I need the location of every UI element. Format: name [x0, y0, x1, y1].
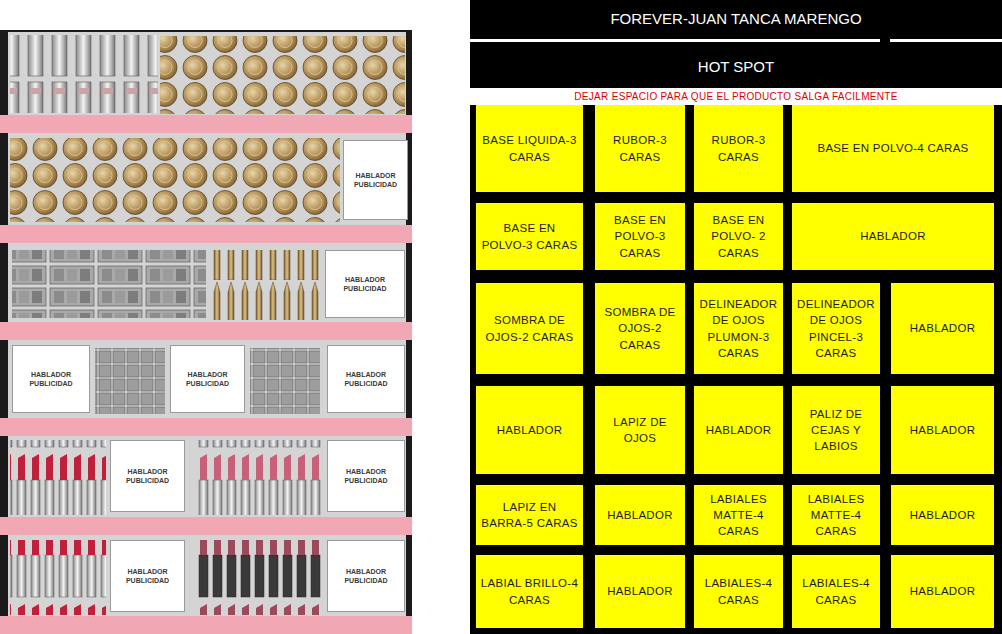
box-label: PALIZ DE CEJAS Y LABIOS — [796, 406, 876, 454]
box-label: HABLADOR — [910, 583, 976, 599]
header-band: HOT SPOT — [470, 44, 1002, 88]
planogram-slot: PALIZ DE CEJAS Y LABIOS — [792, 386, 880, 474]
box-label: HABLADOR — [607, 583, 673, 599]
box-label: SOMBRA DE OJOS-2 CARAS — [480, 312, 579, 344]
planogram-slot: HABLADOR — [595, 555, 685, 628]
box-label: LABIALES-4 CARAS — [796, 575, 876, 607]
box-label: BASE EN POLVO-3 CARAS — [480, 220, 579, 252]
box-label: LAPIZ EN BARRA-5 CARAS — [480, 499, 579, 531]
box-label: BASE EN POLVO-4 CARAS — [817, 140, 968, 156]
planogram-slot: BASE EN POLVO-3 CARAS — [476, 203, 583, 270]
planogram-slot: LABIALES-4 CARAS — [792, 555, 880, 628]
box-label: DELINEADOR DE OJOS PINCEL-3 CARAS — [796, 296, 876, 360]
box-label: HABLADOR PUBLICIDAD — [15, 370, 87, 388]
planogram-slot: LABIAL BRILLO-4 CARAS — [476, 555, 583, 628]
hablador-placard: HABLADOR PUBLICIDAD — [110, 540, 185, 612]
box-label: HABLADOR PUBLICIDAD — [328, 275, 402, 293]
box-label: HABLADOR PUBLICIDAD — [113, 567, 182, 585]
planogram-slot: HABLADOR — [891, 386, 994, 474]
planogram-slot: HABLADOR — [476, 386, 583, 474]
box-label: SOMBRA DE OJOS-2 CARAS — [599, 304, 681, 352]
planogram-slot: DELINEADOR DE OJOS PLUMON-3 CARAS — [694, 283, 783, 374]
box-label: HABLADOR PUBLICIDAD — [330, 567, 402, 585]
planogram-slot: BASE EN POLVO-3 CARAS — [595, 203, 685, 270]
planogram-slot: LAPIZ EN BARRA-5 CARAS — [476, 485, 583, 545]
planogram-slot: HABLADOR — [891, 283, 994, 374]
planogram-slot: BASE EN POLVO- 2 CARAS — [694, 203, 783, 270]
box-label: BASE EN POLVO- 2 CARAS — [698, 212, 779, 260]
planogram-slot: HABLADOR — [595, 485, 685, 545]
box-label: HABLADOR PUBLICIDAD — [173, 370, 242, 388]
box-label: LABIAL BRILLO-4 CARAS — [480, 575, 579, 607]
box-label: RUBOR-3 CARAS — [698, 132, 779, 164]
planogram-slot: HABLADOR — [891, 485, 994, 545]
box-label: HABLADOR — [706, 422, 772, 438]
box-label: HABLADOR — [910, 507, 976, 523]
note-text: DEJAR ESPACIO PARA QUE EL PRODUCTO SALGA… — [470, 88, 1002, 105]
hablador-placard: HABLADOR PUBLICIDAD — [327, 440, 405, 512]
planogram-slot: DELINEADOR DE OJOS PINCEL-3 CARAS — [792, 283, 880, 374]
hablador-placard: HABLADOR PUBLICIDAD — [110, 440, 185, 512]
title-bar-text: FOREVER-JUAN TANCA MARENGO — [470, 0, 1002, 38]
planogram-slot: SOMBRA DE OJOS-2 CARAS — [595, 283, 685, 374]
box-label: LABIALES MATTE-4 CARAS — [796, 491, 876, 539]
planogram-slot: LABIALES MATTE-4 CARAS — [792, 485, 880, 545]
hablador-placard: HABLADOR PUBLICIDAD — [327, 540, 405, 612]
box-label: HABLADOR PUBLICIDAD — [330, 370, 402, 388]
planogram-slot: LABIALES MATTE-4 CARAS — [694, 485, 783, 545]
box-label: DELINEADOR DE OJOS PLUMON-3 CARAS — [698, 296, 779, 360]
hablador-placard: HABLADOR PUBLICIDAD — [327, 345, 405, 413]
planogram-slot: RUBOR-3 CARAS — [595, 105, 685, 192]
hablador-placard: HABLADOR PUBLICIDAD — [170, 345, 245, 413]
planogram-slot: SOMBRA DE OJOS-2 CARAS — [476, 283, 583, 374]
box-label: RUBOR-3 CARAS — [599, 132, 681, 164]
box-label: BASE LIQUIDA-3 CARAS — [480, 132, 579, 164]
hablador-placard: HABLADOR PUBLICIDAD — [343, 140, 408, 220]
box-label: LABIALES MATTE-4 CARAS — [698, 491, 779, 539]
planogram-slot: HABLADOR — [694, 386, 783, 474]
planogram-slot: RUBOR-3 CARAS — [694, 105, 783, 192]
planogram-slot: LABIALES-4 CARAS — [694, 555, 783, 628]
box-label: HABLADOR — [607, 507, 673, 523]
box-label: HABLADOR PUBLICIDAD — [330, 467, 402, 485]
box-label: HABLADOR — [860, 228, 926, 244]
box-label: HABLADOR PUBLICIDAD — [113, 467, 182, 485]
box-label: LAPIZ DE OJOS — [599, 414, 681, 446]
box-label: LABIALES-4 CARAS — [698, 575, 779, 607]
box-label: HABLADOR — [497, 422, 563, 438]
planogram-slot: BASE EN POLVO-4 CARAS — [792, 105, 994, 192]
hablador-placard: HABLADOR PUBLICIDAD — [325, 250, 405, 318]
box-label: HABLADOR — [910, 422, 976, 438]
hablador-placard: HABLADOR PUBLICIDAD — [12, 345, 90, 413]
box-label: HABLADOR PUBLICIDAD — [346, 171, 405, 189]
box-label: BASE EN POLVO-3 CARAS — [599, 212, 681, 260]
planogram-slot: LAPIZ DE OJOS — [595, 386, 685, 474]
planogram-slot: HABLADOR — [792, 203, 994, 270]
planogram-slot: BASE LIQUIDA-3 CARAS — [476, 105, 583, 192]
box-label: HABLADOR — [910, 320, 976, 336]
planogram-slot: HABLADOR — [891, 555, 994, 628]
box-label: HOT SPOT — [698, 58, 774, 75]
